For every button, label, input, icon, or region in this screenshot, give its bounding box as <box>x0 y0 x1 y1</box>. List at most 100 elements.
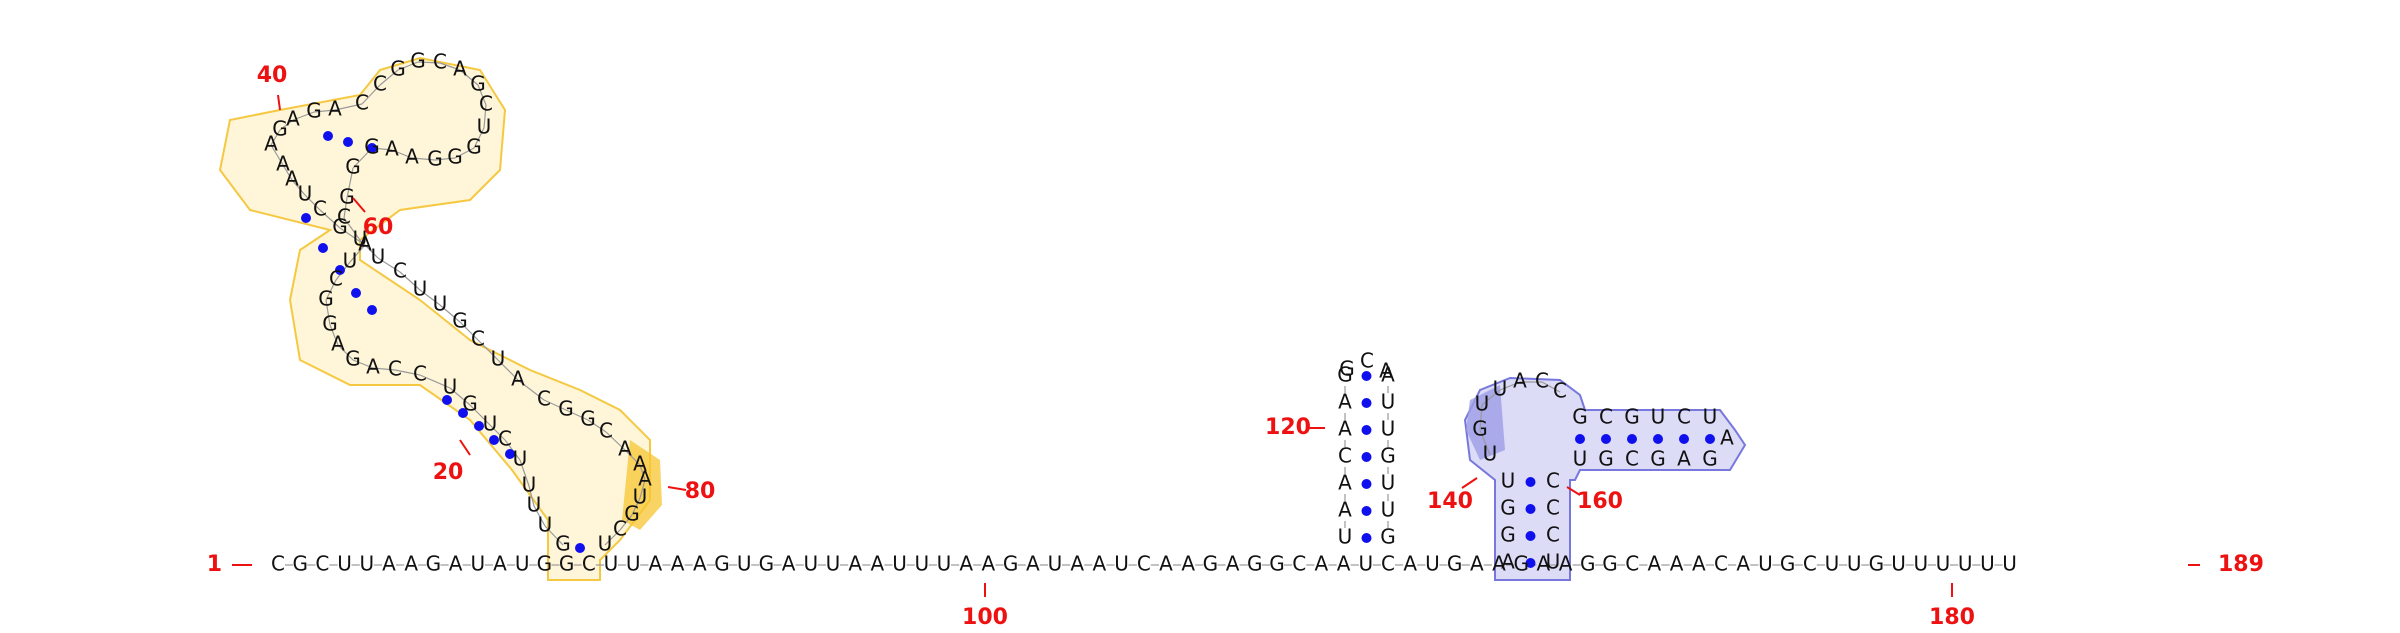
nucleotide: A <box>1338 390 1352 414</box>
nucleotide: G <box>322 312 338 336</box>
base-pair-dot <box>458 408 468 418</box>
nucleotide: A <box>366 355 380 379</box>
nucleotide: A <box>1736 552 1750 576</box>
backbone-segment <box>459 69 479 86</box>
position-label: 100 <box>962 605 1008 630</box>
nucleotide: C <box>413 362 427 386</box>
backbone-segment <box>619 514 633 531</box>
nucleotide: G <box>624 502 640 526</box>
backbone-segment <box>1499 381 1521 391</box>
nucleotide: U <box>1573 447 1588 471</box>
nucleotide: G <box>470 72 486 96</box>
backbone-segment <box>346 167 354 199</box>
nucleotide: C <box>537 387 551 411</box>
nucleotide: A <box>1403 552 1417 576</box>
nucleotide: U <box>626 552 641 576</box>
base-pair-dot <box>1361 533 1372 543</box>
nucleotide: G <box>1447 552 1463 576</box>
nucleotide: A <box>633 452 647 476</box>
position-label: 160 <box>1577 489 1623 514</box>
backbone-segment <box>352 359 374 369</box>
backbone-segment <box>565 409 589 421</box>
nucleotide: G <box>1500 523 1516 547</box>
nucleotide: G <box>1513 552 1529 576</box>
backbone-segment <box>543 399 567 411</box>
nucleotide: C <box>471 327 485 351</box>
backbone-segment <box>419 374 451 389</box>
backbone-segment <box>397 61 419 71</box>
base-pair-dot <box>323 131 333 141</box>
nucleotide: U <box>1381 417 1396 441</box>
nucleotide: U <box>1891 552 1906 576</box>
backbone-segment <box>459 321 479 341</box>
nucleotide: A <box>1338 471 1352 495</box>
nucleotide: G <box>1472 417 1488 441</box>
nucleotide: U <box>1958 552 1973 576</box>
nucleotide: U <box>1381 498 1396 522</box>
nucleotide: G <box>559 552 575 576</box>
blue-domain-highlight <box>1463 376 1747 581</box>
nucleotide: G <box>580 407 596 431</box>
nucleotide: C <box>1535 369 1549 393</box>
nucleotide: A <box>453 57 467 81</box>
nucleotide: U <box>1381 390 1396 414</box>
position-label: 140 <box>1427 489 1473 514</box>
backbone-segment <box>417 61 441 64</box>
nucleotide: A <box>404 552 418 576</box>
nucleotide: A <box>871 552 885 576</box>
backbone-segment <box>473 127 485 149</box>
nucleotide: U <box>1847 552 1862 576</box>
nucleotide: G <box>447 145 463 169</box>
nucleotide: G <box>1247 552 1263 576</box>
nucleotide: C <box>355 91 369 115</box>
nucleotide: A <box>1720 426 1734 450</box>
nucleotide: G <box>1572 405 1588 429</box>
backbone-segment <box>394 369 421 376</box>
backbone-segment <box>517 379 545 401</box>
nucleotide: C <box>1599 405 1613 429</box>
backbone-segment <box>270 129 281 146</box>
nucleotide: G <box>272 117 288 141</box>
nucleotide: A <box>276 152 290 176</box>
nucleotide: C <box>1714 552 1728 576</box>
nucleotide: G <box>332 215 348 239</box>
nucleotide: A <box>1337 552 1351 576</box>
base-pair-dot <box>505 449 515 459</box>
nucleotide: U <box>470 552 485 576</box>
position-label: 1 <box>207 552 222 577</box>
base-pair-dot <box>1679 434 1689 444</box>
nucleotide: C <box>1546 496 1560 520</box>
nucleotide: G <box>364 135 380 159</box>
base-pair-dot <box>1627 434 1637 444</box>
backbone-segment <box>604 529 621 546</box>
backbone-segment <box>319 209 341 229</box>
nucleotide: U <box>1913 552 1928 576</box>
nucleotide: U <box>803 552 818 576</box>
nucleotide: C <box>388 357 402 381</box>
base-pair-dot <box>1361 371 1372 381</box>
nucleotide: U <box>298 182 313 206</box>
base-pair-dot <box>1525 477 1536 487</box>
nucleotide: C <box>498 427 512 451</box>
backbone-segment <box>391 149 413 159</box>
nucleotide: A <box>1559 552 1573 576</box>
nucleotide: A <box>1501 550 1515 574</box>
nucleotide: U <box>1980 552 1995 576</box>
nucleotide: U <box>371 245 386 269</box>
base-pair-dot <box>1705 434 1715 444</box>
nucleotide: A <box>385 137 399 161</box>
nucleotide: U <box>1483 442 1498 466</box>
base-pair-dot <box>442 395 452 405</box>
backbone-segment <box>334 103 363 111</box>
position-tick <box>277 94 281 111</box>
nucleotide: U <box>1758 552 1773 576</box>
base-pair-dot <box>367 305 377 315</box>
nucleotide: U <box>633 485 648 509</box>
nucleotide: U <box>527 493 542 517</box>
base-pair-dot <box>335 265 345 275</box>
yellow-domain-accent <box>622 440 662 530</box>
nucleotide: G <box>759 552 775 576</box>
nucleotide: A <box>1338 498 1352 522</box>
nucleotide: C <box>315 552 329 576</box>
backbone-segment <box>639 479 646 499</box>
